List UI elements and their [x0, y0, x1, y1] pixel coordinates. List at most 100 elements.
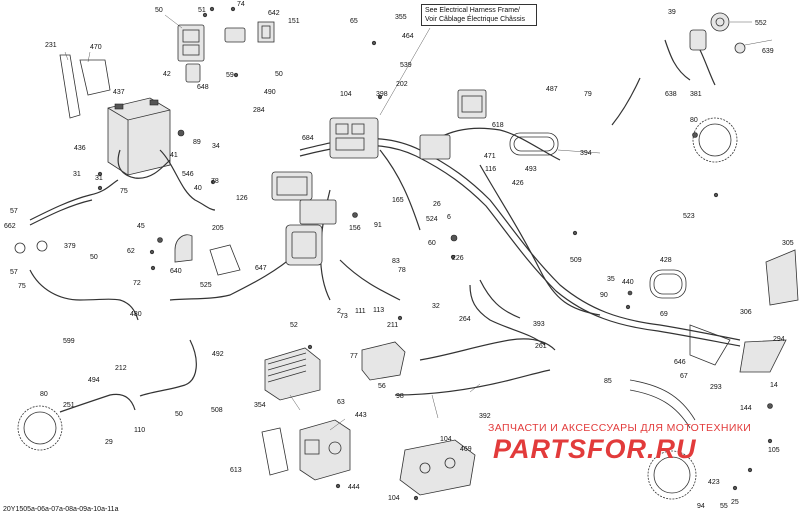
- diagram-code: 20Y1505a-06a-07a-08a-09a-10a-11a: [3, 506, 119, 513]
- callout-label: 470: [90, 44, 102, 51]
- bracket-469: [399, 439, 476, 496]
- callout-label: 50: [155, 7, 163, 14]
- callout-label: 618: [492, 122, 504, 129]
- callout-label: 104: [340, 91, 352, 98]
- ground-cable-left: [14, 179, 139, 321]
- fasteners: [97, 6, 773, 501]
- callout-label: 464: [402, 33, 414, 40]
- control-module-cluster: [271, 89, 487, 266]
- callout-label: 599: [63, 338, 75, 345]
- callout-label: 264: [459, 316, 471, 323]
- callout-label: 113: [373, 307, 384, 314]
- callout-label: 104: [388, 495, 400, 502]
- callout-label: 75: [18, 283, 26, 290]
- leader-lines: [64, 14, 773, 431]
- callout-label: 494: [88, 377, 100, 384]
- callout-label: 444: [348, 484, 360, 491]
- bracket-525: [209, 244, 241, 276]
- tone-ring-right-bottom: [647, 450, 697, 500]
- callout-label: 2: [337, 308, 341, 315]
- callout-label: 111: [355, 308, 366, 315]
- callout-label: 57: [10, 208, 18, 215]
- harness-reference-note: See Electrical Harness Frame/ Voir Câbla…: [421, 4, 537, 26]
- callout-label: 393: [533, 321, 545, 328]
- callout-label: 59: [226, 72, 234, 79]
- callout-label: 78: [211, 178, 219, 185]
- callout-label: 110: [134, 427, 145, 434]
- callout-label: 78: [398, 267, 406, 274]
- connector-bracket-top: [177, 21, 275, 83]
- callout-label: 69: [660, 311, 668, 318]
- callout-label: 212: [115, 365, 127, 372]
- callout-label: 552: [755, 20, 767, 27]
- battery: [107, 97, 171, 176]
- callout-label: 55: [720, 503, 728, 510]
- gasket-428: [649, 269, 687, 299]
- callout-label: 480: [130, 311, 142, 318]
- callout-label: 426: [512, 180, 524, 187]
- callout-label: 50: [90, 254, 98, 261]
- callout-label: 60: [428, 240, 436, 247]
- callout-label: 662: [4, 223, 16, 230]
- callout-label: 14: [770, 382, 778, 389]
- callout-label: 525: [200, 282, 212, 289]
- watermark-caption: ЗАПЧАСТИ И АКСЕССУАРЫ ДЛЯ МОТОТЕХНИКИ: [488, 422, 752, 434]
- callout-label: 423: [708, 479, 720, 486]
- callout-label: 251: [63, 402, 75, 409]
- callout-label: 306: [740, 309, 752, 316]
- callout-label: 94: [697, 503, 705, 510]
- callout-label: 523: [683, 213, 695, 220]
- callout-label: 156: [349, 225, 361, 232]
- callout-label: 105: [768, 447, 780, 454]
- callout-label: 493: [525, 166, 537, 173]
- callout-label: 40: [194, 185, 202, 192]
- callout-label: 509: [570, 257, 582, 264]
- callout-label: 126: [236, 195, 248, 202]
- callout-label: 50: [275, 71, 283, 78]
- callout-label: 613: [230, 467, 242, 474]
- callout-label: 41: [170, 152, 178, 159]
- callout-label: 305: [782, 240, 794, 247]
- battery-cables: [117, 149, 216, 211]
- callout-label: 85: [604, 378, 612, 385]
- callout-label: 381: [690, 91, 702, 98]
- ecu-bracket: [361, 341, 406, 381]
- callout-label: 443: [355, 412, 367, 419]
- callout-label: 98: [396, 393, 404, 400]
- callout-label: 639: [762, 48, 774, 55]
- callout-label: 437: [113, 89, 125, 96]
- voltage-regulator: [264, 347, 321, 401]
- callout-label: 524: [426, 216, 438, 223]
- main-harness: [169, 127, 741, 347]
- ignition-switch: [664, 12, 746, 86]
- callout-label: 31: [95, 175, 103, 182]
- callout-label: 91: [374, 222, 382, 229]
- callout-label: 50: [175, 411, 183, 418]
- callout-label: 151: [288, 18, 300, 25]
- callout-label: 487: [546, 86, 558, 93]
- callout-label: 73: [340, 313, 348, 320]
- callout-labels: 51 74 642 50 151 231 470 42 648 437 436 …: [4, 1, 794, 510]
- callout-label: 6: [447, 214, 451, 221]
- callout-label: 57: [10, 269, 18, 276]
- callout-label: 646: [674, 359, 686, 366]
- callout-label: 294: [773, 336, 785, 343]
- callout-label: 42: [163, 71, 171, 78]
- abs-module: [261, 419, 351, 481]
- callout-label: 29: [105, 439, 113, 446]
- callout-label: 640: [170, 268, 182, 275]
- callout-label: 490: [264, 89, 276, 96]
- callout-label: 508: [211, 407, 223, 414]
- callout-label: 231: [45, 42, 57, 49]
- callout-label: 80: [40, 391, 48, 398]
- sensor-wire-left: [59, 339, 197, 413]
- callout-label: 202: [396, 81, 408, 88]
- callout-label: 293: [710, 384, 722, 391]
- callout-label: 72: [133, 280, 141, 287]
- relay-640: [174, 234, 193, 263]
- bracket-293: [689, 324, 731, 366]
- watermark: ЗАПЧАСТИ И АКСЕССУАРЫ ДЛЯ МОТОТЕХНИКИ PA…: [488, 420, 788, 472]
- callout-label: 32: [432, 303, 440, 310]
- callout-label: 62: [127, 248, 135, 255]
